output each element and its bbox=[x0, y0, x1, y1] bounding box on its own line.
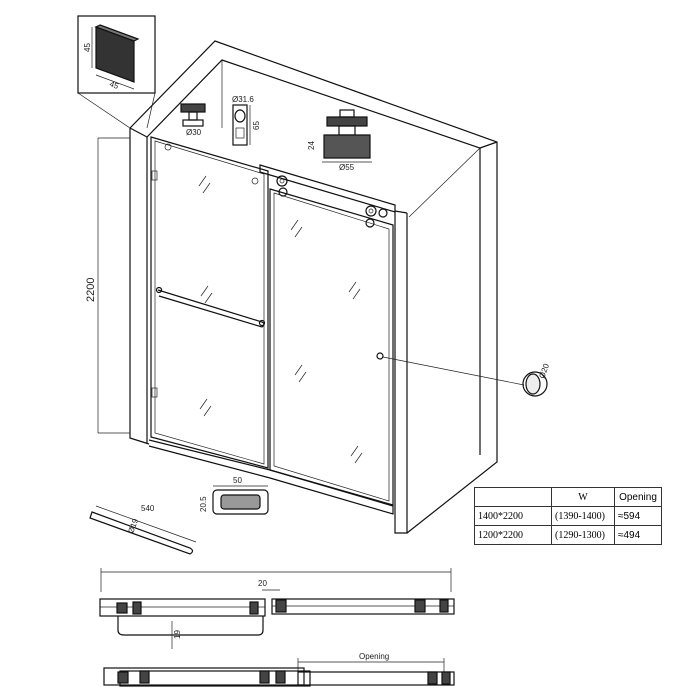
handle-detail bbox=[89, 505, 197, 555]
row-size: 1200*2200 bbox=[474, 525, 552, 545]
plan-view-closed bbox=[99, 568, 455, 649]
profile-height-label: 45 bbox=[83, 43, 92, 52]
sliding-glass-panel bbox=[269, 188, 394, 506]
table-header-opening: Opening bbox=[614, 487, 662, 507]
table-header-row: W Opening bbox=[474, 487, 662, 507]
handle-diameter-label: Ø19 bbox=[126, 517, 140, 535]
wheel-diameter-label: Ø31.6 bbox=[232, 95, 254, 104]
roller-height-label: 24 bbox=[307, 141, 316, 150]
profile-width-label: 45 bbox=[108, 79, 120, 91]
knob-diameter-label: Ø20 bbox=[537, 362, 551, 380]
plan-opening-label: Opening bbox=[359, 652, 389, 661]
bottom-threshold bbox=[148, 439, 394, 515]
row-range: (1390-1400) bbox=[551, 506, 615, 526]
fixed-glass-panel bbox=[150, 136, 269, 469]
guide-height-label: 20.5 bbox=[199, 496, 208, 512]
roller-diameter-label: Ø55 bbox=[339, 163, 355, 172]
wheel-hanger-detail bbox=[180, 103, 251, 146]
handle-length-label: 540 bbox=[141, 504, 155, 513]
plan-view-open bbox=[103, 658, 455, 687]
table-row: 1200*2200 (1290-1300) ≈494 bbox=[474, 525, 662, 545]
knob-detail bbox=[382, 356, 548, 397]
row-opening: ≈494 bbox=[614, 525, 662, 545]
plan-offset-label: 19 bbox=[173, 630, 182, 639]
towel-bar bbox=[155, 286, 266, 328]
guide-width-label: 50 bbox=[233, 476, 242, 485]
row-opening: ≈594 bbox=[614, 506, 662, 526]
row-size: 1400*2200 bbox=[474, 506, 552, 526]
profile-detail bbox=[77, 15, 156, 129]
row-range: (1290-1300) bbox=[551, 525, 615, 545]
wheel-base-label: Ø30 bbox=[186, 128, 202, 137]
table-header-size bbox=[474, 487, 552, 507]
wheel-height-label: 65 bbox=[252, 121, 261, 130]
plan-gap-label: 20 bbox=[258, 579, 267, 588]
roller-detail bbox=[322, 109, 372, 163]
height-label: 2200 bbox=[85, 278, 97, 302]
floor-guide-detail bbox=[212, 485, 269, 515]
table-row: 1400*2200 (1390-1400) ≈594 bbox=[474, 506, 662, 526]
table-header-width: W bbox=[551, 487, 615, 507]
height-dimension bbox=[97, 137, 130, 434]
enclosure-outline bbox=[129, 40, 498, 534]
top-rail bbox=[259, 164, 396, 228]
size-spec-table: W Opening 1400*2200 (1390-1400) ≈594 120… bbox=[474, 487, 662, 545]
